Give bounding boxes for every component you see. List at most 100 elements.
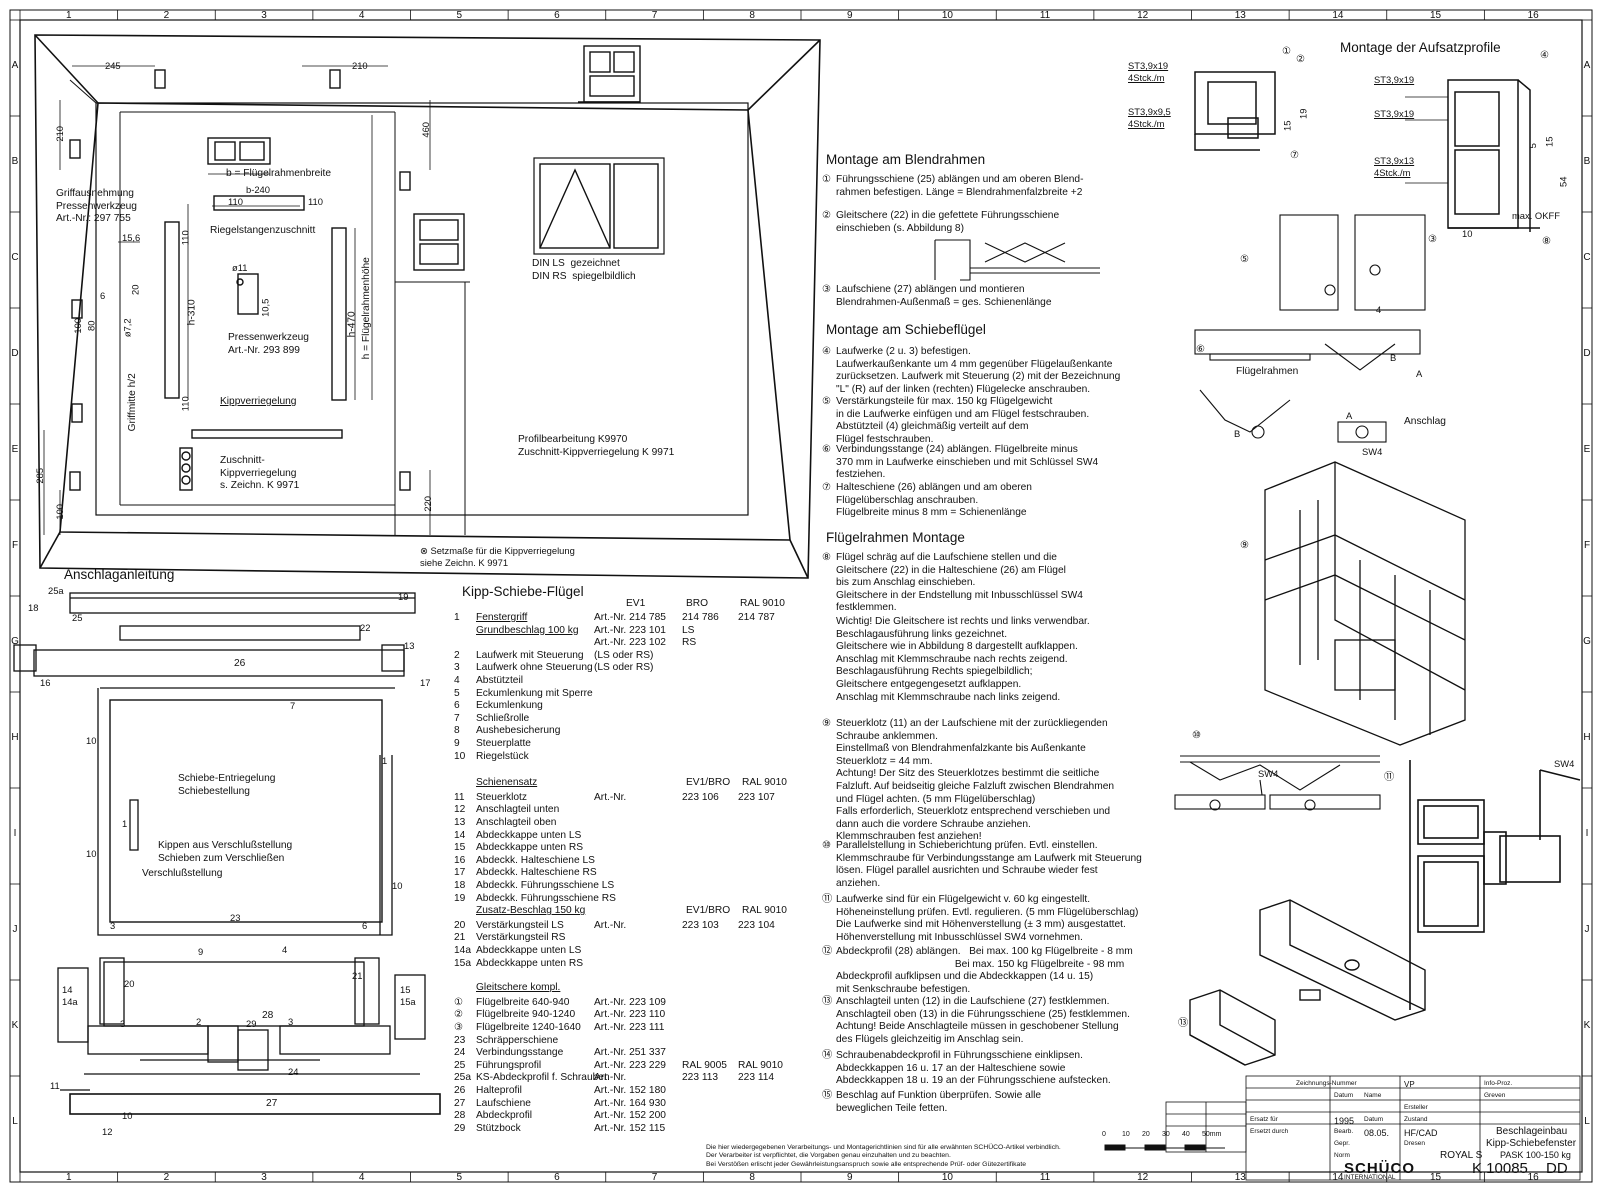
screw-st39x19-b: ST3,9x19: [1374, 74, 1415, 85]
label-13: 13: [404, 640, 415, 651]
dim-110-b: 110: [308, 196, 323, 207]
label-3-c: 3: [288, 1016, 294, 1027]
callout-9: ⑨: [1240, 540, 1250, 551]
border-column-number: 9: [847, 1172, 853, 1183]
label-28: 28: [262, 1010, 274, 1021]
tb-small-5: Name: [1364, 1092, 1382, 1099]
row4-text: Laufschiene: [476, 1097, 531, 1109]
aufsatz-dim-19: 19: [1297, 108, 1309, 120]
step-5-marker: ⑤: [822, 396, 832, 407]
border-column-number: 13: [1235, 10, 1247, 21]
tb-small-2: Ersatz für: [1250, 1116, 1278, 1123]
disclaimer: Die hier wiedergegebenen Verarbeitungs- …: [706, 1144, 1061, 1168]
wichtig-note: Wichtig! Die Gleitschere ist rechts und …: [836, 616, 1090, 703]
step-5-text: Verstärkungsteile für max. 150 kg Flügel…: [836, 396, 1090, 445]
scale-label: 0: [1102, 1131, 1106, 1138]
anschlag-drawing: [13, 592, 441, 1115]
row4-artnr: Art.-Nr. 251 337: [594, 1047, 666, 1059]
drawing-revision: DD: [1546, 1160, 1568, 1177]
border-column-number: 16: [1528, 10, 1540, 21]
row4-artnr: Art.-Nr. 152 180: [594, 1085, 666, 1096]
tb-small-11: Info-Proz.: [1484, 1080, 1513, 1087]
border-row-letter: F: [1584, 540, 1590, 551]
row4-num: 25a: [454, 1072, 471, 1084]
row4-text: Führungsprofil: [476, 1059, 542, 1071]
callout-6: ⑥: [1196, 344, 1206, 355]
label-14-14a: 14 14a: [62, 984, 78, 1007]
scale-label: 40: [1182, 1131, 1190, 1138]
border-column-number: 5: [457, 10, 463, 21]
step-7-text: Halteschiene (26) ablängen und am oberen…: [836, 482, 1032, 519]
letter-a-1: A: [1416, 368, 1423, 379]
row4-artnr: Art.-Nr.: [594, 1072, 627, 1084]
iso-cap-13: [1189, 899, 1426, 1066]
dim-460: 460: [420, 121, 432, 138]
callout-4: ④: [1540, 50, 1550, 61]
fluegelrahmen-label: Flügelrahmen: [1236, 366, 1299, 377]
row2-num: 12: [454, 804, 466, 816]
screw-st39x95: ST3,9x9,5 4Stck./m: [1128, 106, 1171, 129]
row1-text: Fenstergriff: [476, 612, 528, 623]
row4-artnr: Art.-Nr. 223 109: [594, 996, 666, 1008]
blendrahmen-sketches: [934, 214, 1426, 443]
label-26: 26: [234, 658, 246, 669]
letter-b-1: B: [1390, 352, 1397, 363]
row1-num: 2: [454, 649, 460, 661]
row4-num: 23: [454, 1034, 466, 1046]
label-10-b: 10: [86, 848, 97, 859]
row2-text: Abdeckk. Halteschiene LS: [476, 854, 595, 866]
section-11: [1409, 760, 1581, 1010]
row2-artnr: Art.-Nr.: [594, 791, 627, 803]
head1-ev1: EV1: [626, 598, 646, 609]
row2-text: Abdeckk. Führungsschiene LS: [476, 880, 615, 891]
step-12-marker: ⑫: [822, 946, 833, 957]
row4-text: Flügelbreite 940-1240: [476, 1009, 576, 1021]
zuschnitt-note: Zuschnitt- Kippverriegelung s. Zeichn. K…: [220, 455, 300, 492]
border-row-letter: K: [12, 1020, 19, 1031]
montage-blendrahmen-title: Montage am Blendrahmen: [826, 152, 986, 167]
row4-num: 27: [454, 1097, 466, 1109]
row3-text: Verstärkungsteil RS: [476, 932, 566, 944]
brand-logo: SCHÜCO: [1344, 1160, 1416, 1177]
verschlussstellung-text: Verschlußstellung: [142, 868, 223, 879]
row1-artnr: Art.-Nr. 223 102: [594, 637, 666, 649]
step-10-marker: ⑩: [822, 840, 832, 851]
row4-value-c: 223 114: [738, 1072, 775, 1084]
row4-num: 25: [454, 1059, 466, 1071]
row4-value-c: RAL 9010: [738, 1059, 783, 1071]
step-6-marker: ⑥: [822, 444, 832, 455]
border-row-letter: I: [1586, 828, 1589, 839]
frame-overview: [34, 34, 821, 579]
border-column-number: 14: [1332, 1172, 1344, 1183]
sw4-label-b: SW4: [1258, 768, 1279, 779]
dim-220: 220: [422, 495, 434, 512]
border-column-number: 2: [164, 1172, 170, 1183]
row2-num: 17: [454, 867, 466, 879]
dim-245: 245: [105, 60, 121, 71]
border-row-letter: A: [1584, 60, 1591, 71]
aufsatz-profiles: [1194, 71, 1540, 232]
sw4-label-a: SW4: [1362, 446, 1383, 457]
row1-artnr: Art.-Nr. 223 101: [594, 624, 666, 636]
dim-griffmitte: Griffmitte h/2: [126, 373, 138, 432]
border-row-letter: D: [1583, 348, 1590, 359]
row3-text: Abdeckkappe unten RS: [476, 957, 584, 969]
row4-artnr: Art.-Nr. 223 110: [594, 1009, 666, 1021]
head3-ral: RAL 9010: [742, 905, 787, 917]
row4-num: ①: [454, 996, 464, 1008]
border-row-letter: I: [14, 828, 17, 839]
row1-num: 3: [454, 662, 460, 674]
row1-value-b: RS: [682, 637, 697, 649]
border-row-letter: B: [12, 156, 19, 167]
dim-20: 20: [129, 284, 141, 296]
row2-num: 13: [454, 817, 466, 828]
row1-num: 4: [454, 675, 460, 686]
row2-num: 16: [454, 854, 466, 866]
border-column-number: 15: [1430, 1172, 1442, 1183]
label-2: 2: [196, 1016, 202, 1027]
border-row-letter: L: [12, 1116, 18, 1127]
label-3-a: 3: [110, 920, 116, 931]
border-column-number: 10: [942, 10, 954, 21]
